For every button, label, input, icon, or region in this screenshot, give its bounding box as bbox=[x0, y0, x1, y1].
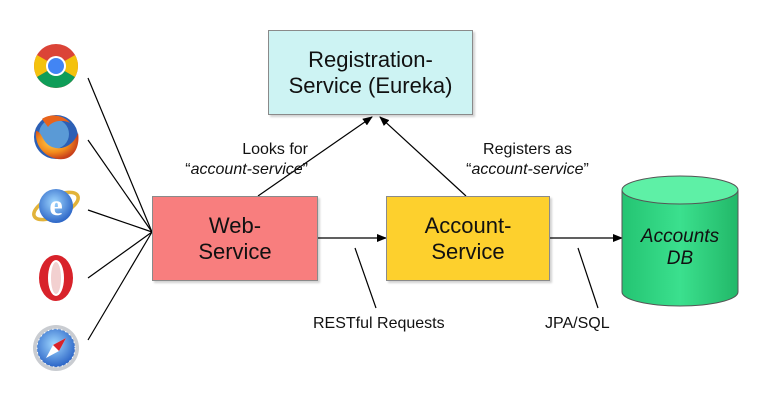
accounts-db-label: Accounts DB bbox=[620, 226, 740, 270]
looks-for-label: Looks for “account-service” bbox=[138, 140, 308, 180]
accounts-db-line1: Accounts bbox=[640, 226, 720, 247]
jpa-leader bbox=[577, 247, 599, 309]
web-service-line2: Service bbox=[198, 238, 272, 264]
registration-service-line2: Service (Eureka) bbox=[288, 72, 453, 98]
account-service-line1: Account- bbox=[424, 212, 512, 238]
web-service-line1: Web- bbox=[208, 212, 262, 238]
registers-as-label: Registers as “account-service” bbox=[440, 140, 615, 180]
firefox-icon bbox=[34, 115, 79, 160]
restful-leader bbox=[354, 247, 377, 309]
registers-arrow bbox=[379, 116, 467, 197]
chrome-icon bbox=[34, 44, 78, 88]
opera-icon bbox=[39, 255, 73, 301]
accounts-db-line2: DB bbox=[666, 248, 694, 269]
looks-for-service-name: “account-service” bbox=[185, 161, 308, 178]
safari-icon bbox=[33, 325, 79, 371]
restful-requests-label: RESTful Requests bbox=[313, 315, 445, 332]
accounts-db bbox=[621, 175, 739, 307]
svg-text:e: e bbox=[49, 189, 62, 222]
jpa-sql-label: JPA/SQL bbox=[545, 315, 610, 332]
registers-as-prefix: Registers as bbox=[483, 141, 572, 158]
registration-service-line1: Registration- bbox=[308, 46, 433, 72]
account-service-box: Account- Service bbox=[386, 196, 550, 281]
looks-for-arrow bbox=[257, 116, 373, 197]
account-service-line2: Service bbox=[431, 238, 505, 264]
client-connection-lines bbox=[87, 77, 153, 341]
registration-service-box: Registration- Service (Eureka) bbox=[268, 30, 473, 115]
web-service-box: Web- Service bbox=[152, 196, 318, 281]
internet-explorer-icon: e bbox=[32, 189, 80, 223]
registers-as-service-name: “account-service” bbox=[466, 161, 589, 178]
looks-for-prefix: Looks for bbox=[242, 141, 308, 158]
